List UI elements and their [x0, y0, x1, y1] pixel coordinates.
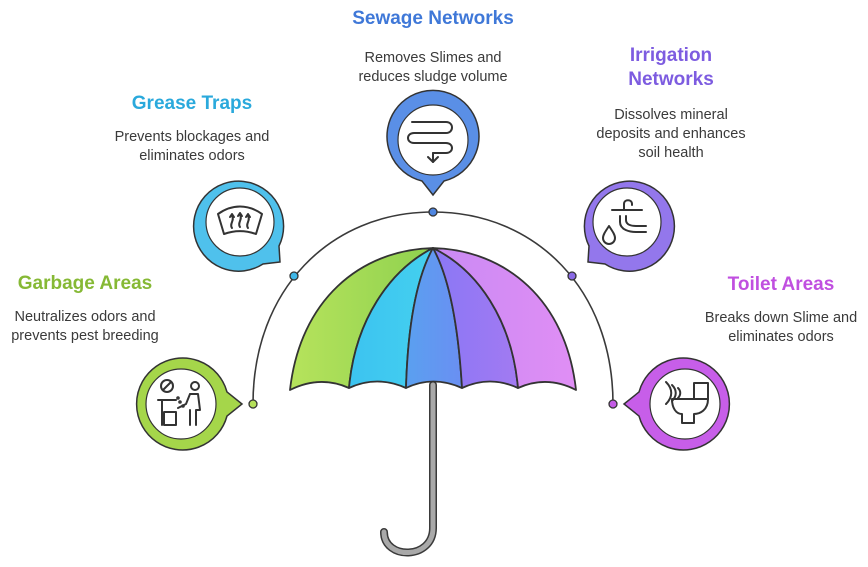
irrigation-title-line1: Irrigation	[629, 45, 713, 66]
toilet-desc-line2: eliminates odors	[728, 329, 834, 345]
grease-label: Grease Traps Prevents blockages and elim…	[92, 92, 292, 166]
connector-dot-sewage	[428, 207, 438, 217]
umbrella-canopy	[289, 247, 577, 391]
sewage-title: Sewage Networks	[352, 8, 514, 29]
grease-title: Grease Traps	[131, 93, 253, 114]
garbage-title: Garbage Areas	[17, 273, 153, 294]
toilet-title: Toilet Areas	[727, 274, 835, 295]
irrigation-label: Irrigation Networks Dissolves mineral de…	[571, 44, 771, 163]
connector-dot-garbage	[248, 399, 258, 409]
sewage-badge	[386, 89, 480, 197]
irrigation-badge	[583, 180, 676, 272]
garbage-desc-line2: prevents pest breeding	[11, 328, 159, 344]
toilet-icon	[665, 381, 709, 424]
grease-desc-line2: eliminates odors	[139, 148, 245, 164]
connector-dot-irrigation	[567, 271, 577, 281]
windshield-defrost-icon	[217, 205, 263, 235]
garbage-desc-line1: Neutralizes odors and	[14, 309, 156, 325]
grease-badge	[192, 180, 285, 272]
faucet-drop-icon	[602, 199, 647, 245]
sewage-desc-line1: Removes Slimes and	[364, 50, 502, 66]
no-littering-icon	[157, 379, 201, 426]
irrigation-desc-line3: soil health	[638, 145, 704, 161]
pipes-icon	[407, 121, 453, 163]
irrigation-title-line2: Networks	[628, 69, 714, 90]
irrigation-desc-line2: deposits and enhances	[596, 126, 746, 142]
connector-dot-toilet	[608, 399, 618, 409]
sewage-desc-line2: reduces sludge volume	[358, 69, 508, 85]
garbage-label: Garbage Areas Neutralizes odors and prev…	[0, 272, 170, 346]
toilet-label: Toilet Areas Breaks down Slime and elimi…	[694, 273, 868, 347]
connector-dot-grease	[289, 271, 299, 281]
garbage-badge	[135, 357, 244, 451]
sewage-label: Sewage Networks Removes Slimes and reduc…	[333, 7, 533, 87]
canopy-panel-pink	[432, 247, 577, 391]
irrigation-desc-line1: Dissolves mineral	[614, 107, 728, 123]
umbrella-handle	[380, 381, 437, 557]
grease-desc-line1: Prevents blockages and	[114, 129, 270, 145]
toilet-desc-line1: Breaks down Slime and	[704, 310, 858, 326]
toilet-badge	[622, 357, 731, 451]
